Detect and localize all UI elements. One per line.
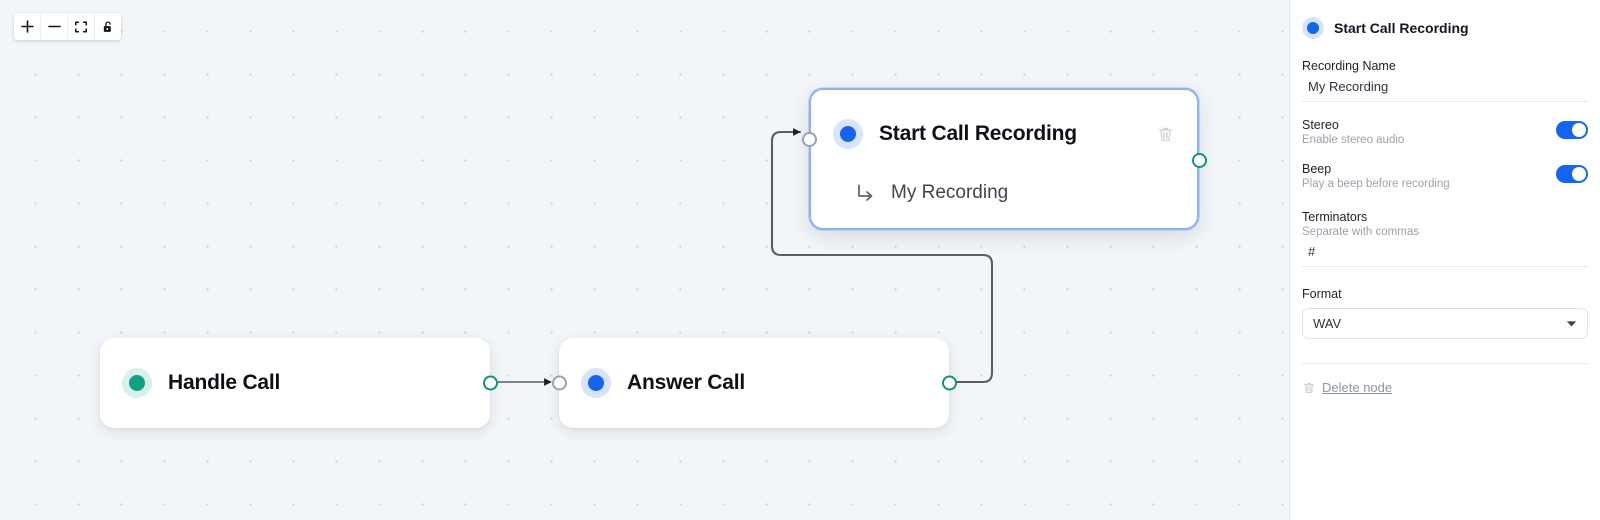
recording-name-input[interactable]: My Recording bbox=[1302, 73, 1588, 102]
stereo-label: Stereo bbox=[1302, 118, 1339, 132]
zoom-in-button[interactable] bbox=[14, 13, 41, 40]
node-answer-call-output-handle[interactable] bbox=[941, 375, 957, 391]
trash-icon bbox=[1303, 382, 1315, 393]
terminators-input[interactable]: # bbox=[1302, 238, 1588, 267]
edges-layer bbox=[498, 128, 994, 386]
panel-title: Start Call Recording bbox=[1334, 20, 1469, 36]
terminators-hint: Separate with commas bbox=[1302, 226, 1419, 238]
stereo-row: Stereo Enable stereo audio bbox=[1302, 118, 1588, 146]
node-subtitle-row: My Recording bbox=[811, 182, 1197, 204]
node-start-call-recording-header: Start Call Recording bbox=[811, 90, 1197, 178]
panel-divider bbox=[1302, 363, 1588, 364]
node-type-dot-green bbox=[122, 368, 152, 398]
format-select[interactable]: WAV bbox=[1302, 308, 1588, 339]
beep-toggle-knob bbox=[1572, 167, 1586, 181]
fit-view-icon bbox=[75, 21, 87, 32]
panel-node-dot bbox=[1302, 17, 1324, 39]
format-label: Format bbox=[1302, 287, 1342, 301]
panel-header: Start Call Recording bbox=[1290, 0, 1600, 39]
minus-icon bbox=[47, 25, 61, 28]
trash-icon bbox=[1158, 127, 1173, 141]
node-delete-button[interactable] bbox=[1156, 125, 1175, 144]
unlock-icon bbox=[103, 20, 111, 32]
node-subtitle: My Recording bbox=[891, 182, 1009, 203]
delete-node-label: Delete node bbox=[1322, 380, 1393, 395]
node-answer-call-input-handle[interactable] bbox=[551, 375, 567, 391]
node-handle-call-output-handle[interactable] bbox=[482, 375, 498, 391]
canvas-toolbar bbox=[14, 13, 121, 40]
terminators-label: Terminators bbox=[1302, 210, 1368, 224]
recording-name-label: Recording Name bbox=[1302, 59, 1396, 73]
node-properties-panel: Start Call Recording Recording Name My R… bbox=[1289, 0, 1600, 520]
node-title: Answer Call bbox=[627, 371, 746, 394]
plus-icon bbox=[20, 20, 34, 33]
delete-node-button[interactable]: Delete node bbox=[1290, 364, 1600, 395]
zoom-out-button[interactable] bbox=[41, 13, 68, 40]
node-handle-call[interactable]: Handle Call bbox=[100, 338, 498, 428]
beep-hint: Play a beep before recording bbox=[1302, 178, 1450, 190]
stereo-toggle[interactable] bbox=[1556, 121, 1588, 139]
delete-node-icon-wrap bbox=[1302, 381, 1316, 395]
subflow-arrow-icon bbox=[858, 184, 873, 201]
node-start-call-recording-input-handle[interactable] bbox=[801, 132, 817, 147]
fit-view-button[interactable] bbox=[68, 13, 95, 40]
stereo-toggle-knob bbox=[1572, 123, 1586, 137]
node-start-call-recording[interactable]: Start Call Recording My Recording bbox=[801, 88, 1207, 230]
lock-button[interactable] bbox=[95, 13, 121, 40]
chevron-down-icon bbox=[1566, 315, 1577, 333]
node-answer-call-row: Answer Call bbox=[559, 338, 949, 428]
panel-body: Recording Name My Recording Stereo Enabl… bbox=[1290, 59, 1600, 364]
node-answer-call[interactable]: Answer Call bbox=[551, 338, 957, 428]
node-title: Start Call Recording bbox=[879, 122, 1077, 145]
node-handle-call-row: Handle Call bbox=[100, 338, 490, 428]
format-select-value: WAV bbox=[1313, 316, 1342, 331]
beep-row: Beep Play a beep before recording bbox=[1302, 162, 1588, 190]
node-title: Handle Call bbox=[168, 371, 281, 394]
node-type-dot-blue bbox=[833, 119, 863, 149]
stereo-hint: Enable stereo audio bbox=[1302, 134, 1405, 146]
beep-label: Beep bbox=[1302, 162, 1332, 176]
beep-toggle[interactable] bbox=[1556, 165, 1588, 183]
flow-canvas[interactable]: Handle Call Answer Call Start Call Recor… bbox=[0, 0, 1289, 520]
node-type-dot-blue bbox=[581, 368, 611, 398]
node-start-call-recording-output-handle[interactable] bbox=[1191, 153, 1207, 168]
